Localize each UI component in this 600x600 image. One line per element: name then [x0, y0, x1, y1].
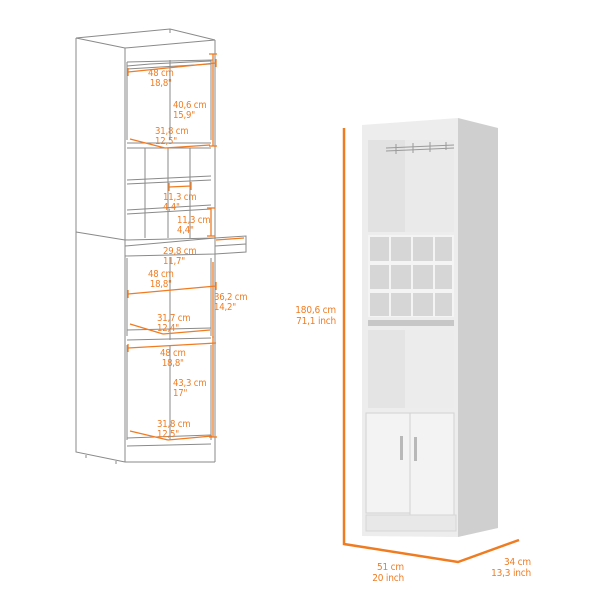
mid-width-label: 48 cm 18,8" [148, 269, 174, 290]
door-handle-left [400, 436, 403, 460]
total-width-label: 51 cm 20 inch [372, 562, 404, 584]
mid-height-label: 36,2 cm 14,2" [214, 292, 248, 313]
low-depth-label: 31,8 cm 12,5" [157, 419, 191, 440]
door-handle-right [414, 437, 417, 461]
total-height-label: 180,6 cm 71,1 inch [295, 305, 336, 327]
top-height-label: 40,6 cm 15,9" [173, 100, 207, 121]
cubby-height-label: 11,3 cm 4,4" [177, 215, 211, 236]
tray-depth-label: 29,8 cm 11,7" [163, 246, 197, 267]
top-width-label: 48 cm 18,8" [148, 68, 174, 89]
low-height-label: 43,3 cm 17" [173, 378, 207, 399]
total-depth-label: 34 cm 13,3 inch [491, 557, 531, 579]
mid-depth-label: 31,7 cm 12,4" [157, 313, 191, 334]
low-width-label: 48 cm 18,8" [160, 348, 186, 369]
cubby-width-label: 11,3 cm 4,4" [163, 192, 197, 213]
top-depth-label: 31,8 cm 12,5" [155, 126, 189, 147]
cabinet-render [362, 118, 498, 537]
